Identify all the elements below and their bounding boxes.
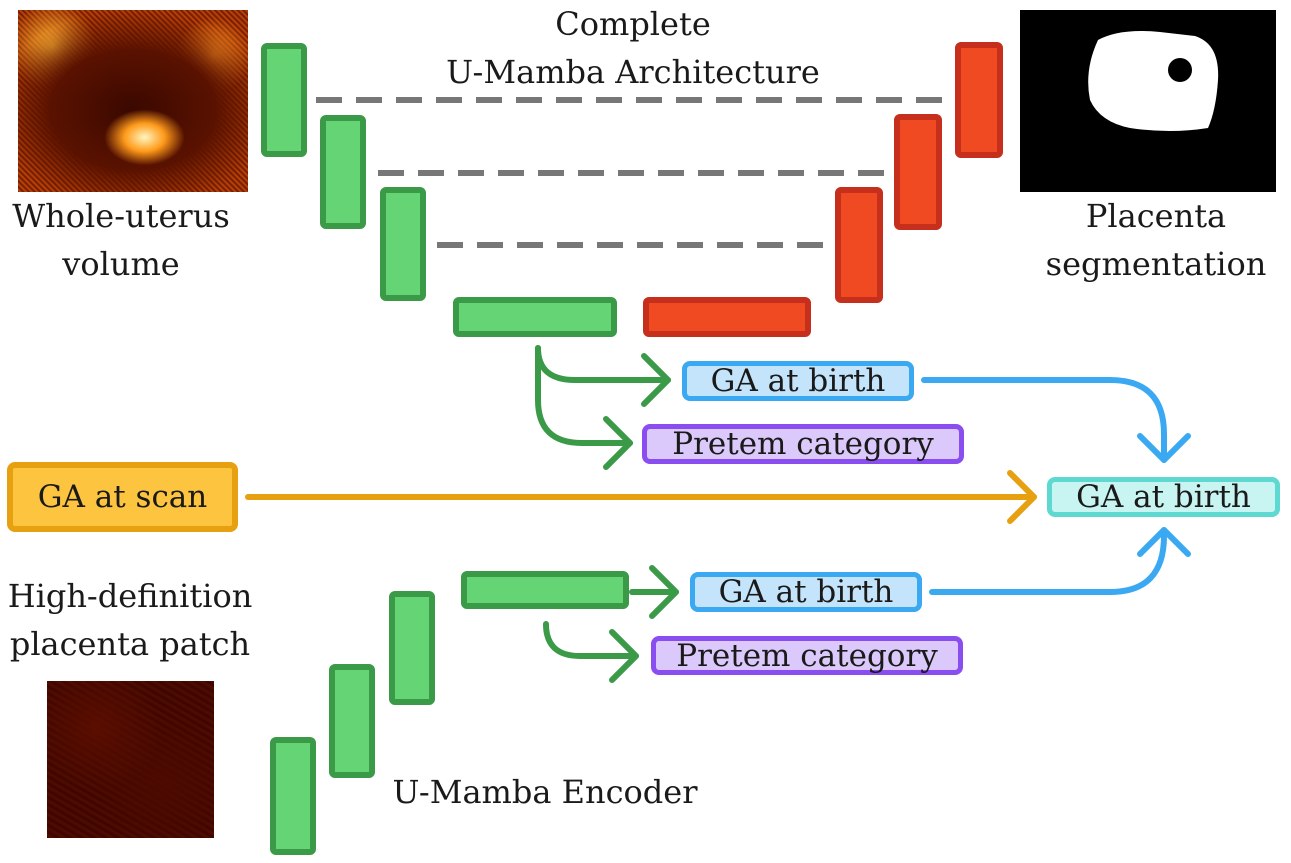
output-caption: Placenta segmentation [1040, 192, 1272, 288]
output-caption-line1: Placenta [1085, 197, 1227, 235]
arrow-bottom-ga-to-final [929, 527, 1167, 595]
top-title: Complete U-Mamba Architecture [400, 0, 866, 96]
arrow-head-bottom-preterm [609, 629, 639, 683]
arrow-head-top-final [1137, 433, 1191, 463]
arrow-top-ga-to-final [921, 377, 1167, 463]
arrow-head-ga-scan [1007, 470, 1037, 524]
arrow-to-top-preterm [535, 345, 633, 446]
unet-encoder-block-1 [261, 43, 307, 157]
output-caption-line2: segmentation [1045, 245, 1267, 283]
unet-bottleneck-encoder [453, 297, 617, 337]
arrow-head-bottom-ga [649, 565, 679, 619]
ga-at-scan-input: GA at scan [7, 462, 238, 532]
top-preterm-head: Pretem category [642, 424, 964, 464]
arrow-head-bottom-final [1137, 527, 1191, 557]
arrow-to-bottom-preterm [543, 621, 639, 659]
patch-caption-line2: placenta patch [9, 625, 251, 663]
unet-decoder-block-2 [894, 114, 942, 230]
placenta-segmentation-image [1020, 10, 1276, 192]
arrow-head-top-ga [641, 353, 671, 407]
arrow-head-top-preterm [603, 416, 633, 470]
bottom-preterm-head: Pretem category [651, 636, 963, 675]
input-caption-line2: volume [62, 245, 180, 283]
top-ga-at-birth-head: GA at birth [682, 361, 914, 401]
patch-caption-line1: High-definition [7, 577, 253, 615]
top-title-line2: U-Mamba Architecture [446, 53, 820, 91]
input-caption: Whole-uterus volume [0, 192, 242, 288]
unet-decoder-block-3 [835, 187, 883, 303]
placenta-patch-image [47, 681, 214, 838]
unet-encoder-block-3 [380, 187, 426, 301]
patch-caption: High-definition placenta patch [0, 572, 260, 668]
top-title-line1: Complete [555, 5, 711, 43]
encoder-caption: U-Mamba Encoder [392, 773, 698, 811]
input-caption-line1: Whole-uterus [12, 197, 230, 235]
encoder-block-3 [389, 591, 435, 705]
unet-encoder-block-2 [320, 115, 366, 229]
segmentation-mask [1088, 31, 1219, 131]
unet-decoder-block-1 [955, 42, 1003, 158]
uterus-volume-image [18, 10, 248, 192]
encoder-bottleneck [461, 571, 629, 609]
encoder-block-1 [270, 737, 316, 855]
unet-bottleneck-decoder [643, 297, 811, 337]
bottom-ga-at-birth-head: GA at birth [690, 572, 922, 612]
encoder-block-2 [329, 664, 375, 778]
final-ga-at-birth: GA at birth [1047, 477, 1280, 517]
